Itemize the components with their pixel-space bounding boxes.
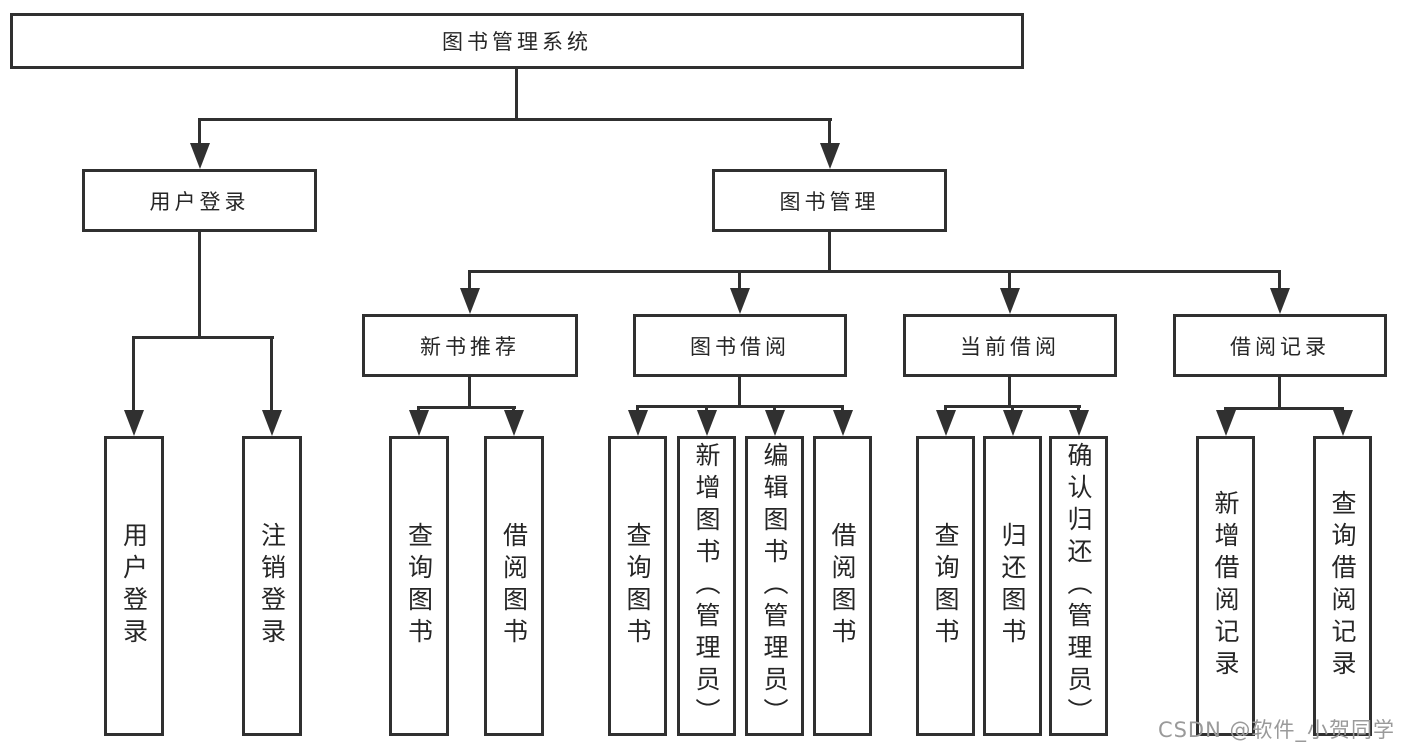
leaf-borrow-books: 借阅图书 [484,436,544,736]
connector-line [841,405,844,413]
node-new-book-recommendation: 新书推荐 [362,314,578,377]
connector-line [417,406,420,413]
leaf-label: 用户登录 [119,522,149,650]
connector-line [705,405,708,413]
node-library-management-system: 图书管理系统 [10,13,1024,69]
leaf-label: 借阅图书 [828,522,857,650]
leaf-return-books: 归还图书 [983,436,1042,736]
connector-line [944,405,947,413]
arrow-down-icon [1333,410,1353,436]
node-label: 图书管理 [779,189,880,214]
connector-line [738,273,741,292]
arrow-down-icon [262,410,282,436]
node-book-management: 图书管理 [712,169,947,232]
leaf-confirm-return-admin: 确认归还（管理员） [1049,436,1108,736]
connector-line [512,406,515,413]
connector-line [468,270,1281,273]
arrow-down-icon [504,410,524,436]
watermark: CSDN @软件_小贺同学 [1157,718,1395,742]
arrow-down-icon [936,410,956,436]
connector-line [132,339,135,414]
leaf-label: 新增借阅记录 [1211,490,1240,682]
arrow-down-icon [765,410,785,436]
leaf-label: 查询图书 [623,522,652,650]
connector-line [515,69,518,118]
leaf-add-borrow-record: 新增借阅记录 [1196,436,1255,736]
connector-line [468,273,471,292]
connector-line [1278,273,1281,292]
connector-line [132,336,274,339]
connector-line [1011,405,1014,413]
leaf-query-books: 查询图书 [916,436,975,736]
arrow-down-icon [1270,288,1290,314]
arrow-down-icon [628,410,648,436]
leaf-label: 借阅图书 [499,522,529,650]
node-label: 当前借阅 [960,334,1060,359]
arrow-down-icon [1069,410,1089,436]
leaf-label: 新增图书（管理员） [692,442,721,730]
connector-line [1224,407,1344,410]
connector-line [738,377,741,408]
node-label: 新书推荐 [420,334,520,359]
connector-line [636,405,844,408]
connector-line [1077,405,1080,413]
connector-line [828,121,831,149]
node-label: 图书借阅 [690,334,790,359]
node-label: 借阅记录 [1230,334,1330,359]
leaf-add-books-admin: 新增图书（管理员） [677,436,736,736]
connector-line [198,232,201,339]
arrow-down-icon [833,410,853,436]
leaf-label: 查询图书 [404,522,434,650]
arrow-down-icon [1003,410,1023,436]
arrow-down-icon [190,143,210,169]
arrow-down-icon [1216,410,1236,436]
leaf-label: 查询借阅记录 [1328,490,1357,682]
node-current-borrowing: 当前借阅 [903,314,1117,377]
connector-line [636,405,639,413]
leaf-label: 注销登录 [257,522,287,650]
connector-line [417,406,516,409]
arrow-down-icon [409,410,429,436]
leaf-query-books: 查询图书 [608,436,667,736]
connector-line [1008,273,1011,292]
leaf-label: 归还图书 [998,522,1027,650]
arrow-down-icon [820,143,840,169]
leaf-label: 编辑图书（管理员） [760,442,789,730]
arrow-down-icon [697,410,717,436]
arrow-down-icon [1000,288,1020,314]
leaf-label: 查询图书 [931,522,960,650]
node-user-login: 用户登录 [82,169,317,232]
arrow-down-icon [124,410,144,436]
node-borrowing-records: 借阅记录 [1173,314,1387,377]
connector-line [1008,377,1011,408]
arrow-down-icon [460,288,480,314]
leaf-label: 确认归还（管理员） [1064,442,1093,730]
node-book-borrowing: 图书借阅 [633,314,847,377]
connector-line [1278,377,1281,410]
leaf-user-login: 用户登录 [104,436,164,736]
leaf-borrow-books: 借阅图书 [813,436,872,736]
node-label: 图书管理系统 [442,30,592,54]
leaf-edit-books-admin: 编辑图书（管理员） [745,436,804,736]
connector-line [270,339,273,414]
connector-line [468,377,471,409]
connector-line [828,232,831,273]
connector-line [198,118,832,121]
connector-line [773,405,776,413]
node-label: 用户登录 [149,189,250,214]
leaf-query-books: 查询图书 [389,436,449,736]
leaf-logout: 注销登录 [242,436,302,736]
connector-line [198,121,201,149]
leaf-query-borrow-record: 查询借阅记录 [1313,436,1372,736]
arrow-down-icon [730,288,750,314]
